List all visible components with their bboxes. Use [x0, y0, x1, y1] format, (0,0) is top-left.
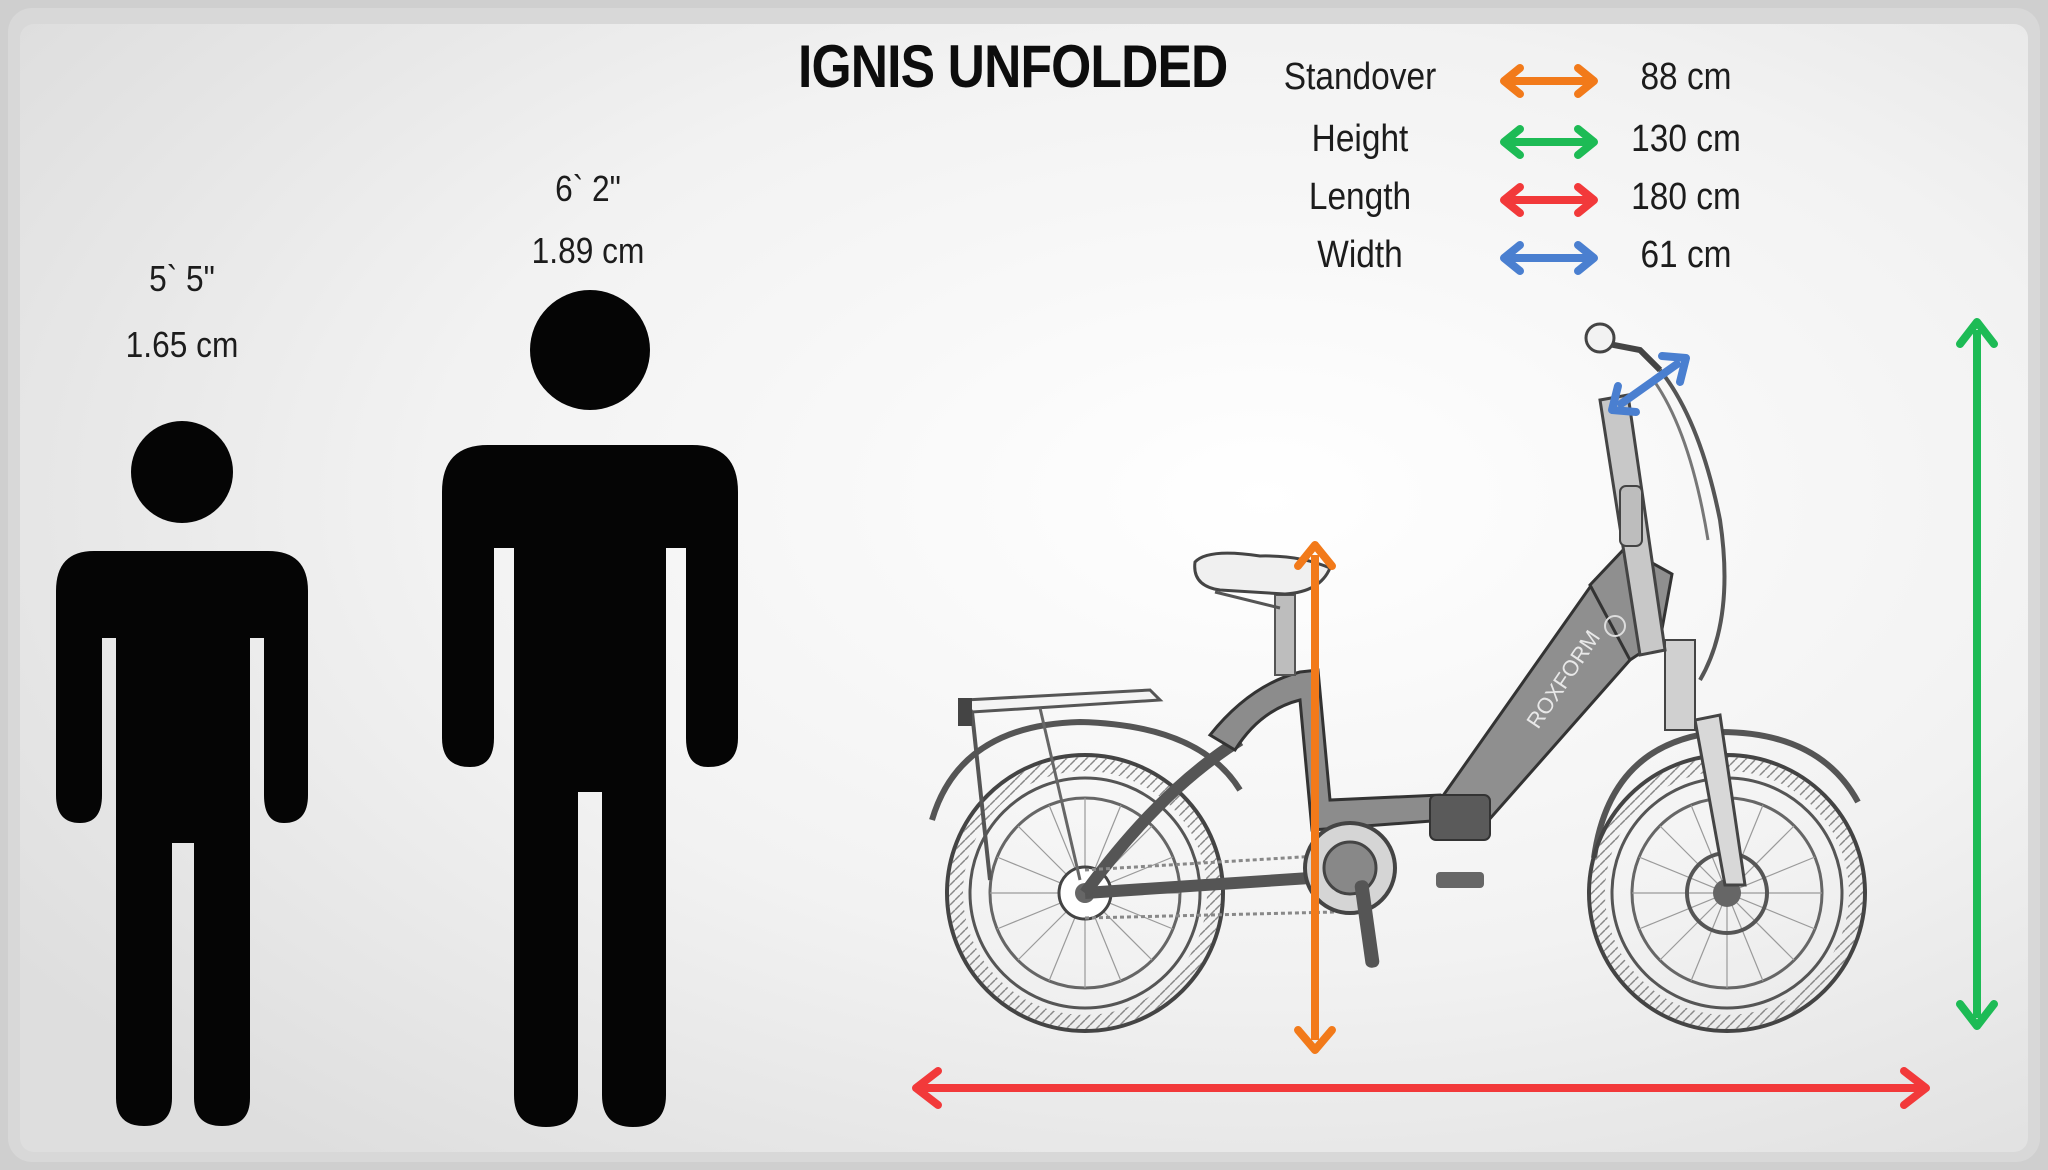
person-tall-height-metric: 1.89 cm	[531, 230, 645, 271]
legend-length-arrow	[1500, 183, 1598, 217]
diagram-title: IGNIS UNFOLDED	[798, 33, 1228, 100]
legend-height-arrow	[1500, 125, 1598, 159]
legend-standover-arrow	[1500, 64, 1598, 98]
length-arrow	[912, 1067, 1930, 1109]
standover-arrow	[1294, 541, 1336, 1054]
person-tall-silhouette	[442, 290, 738, 1127]
legend-label-width: Width	[1317, 234, 1403, 276]
legend-label-height: Height	[1311, 118, 1409, 160]
person-tall-height-imperial: 6` 2"	[555, 168, 621, 209]
bike-illustration: ROXFORM	[929, 322, 1867, 1033]
legend-label-length: Length	[1308, 176, 1412, 218]
person-short-height-imperial: 5` 5"	[149, 258, 215, 299]
width-arrow	[1608, 352, 1690, 416]
legend-value-length: 180 cm	[1631, 176, 1741, 218]
person-short-silhouette	[56, 421, 308, 1126]
legend-value-standover: 88 cm	[1640, 56, 1732, 98]
legend-width-arrow	[1500, 241, 1598, 275]
legend-label-standover: Standover	[1283, 56, 1437, 98]
height-arrow	[1956, 318, 1998, 1030]
legend-value-height: 130 cm	[1631, 118, 1741, 160]
person-short-height-metric: 1.65 cm	[125, 324, 239, 365]
legend-value-width: 61 cm	[1640, 234, 1732, 276]
